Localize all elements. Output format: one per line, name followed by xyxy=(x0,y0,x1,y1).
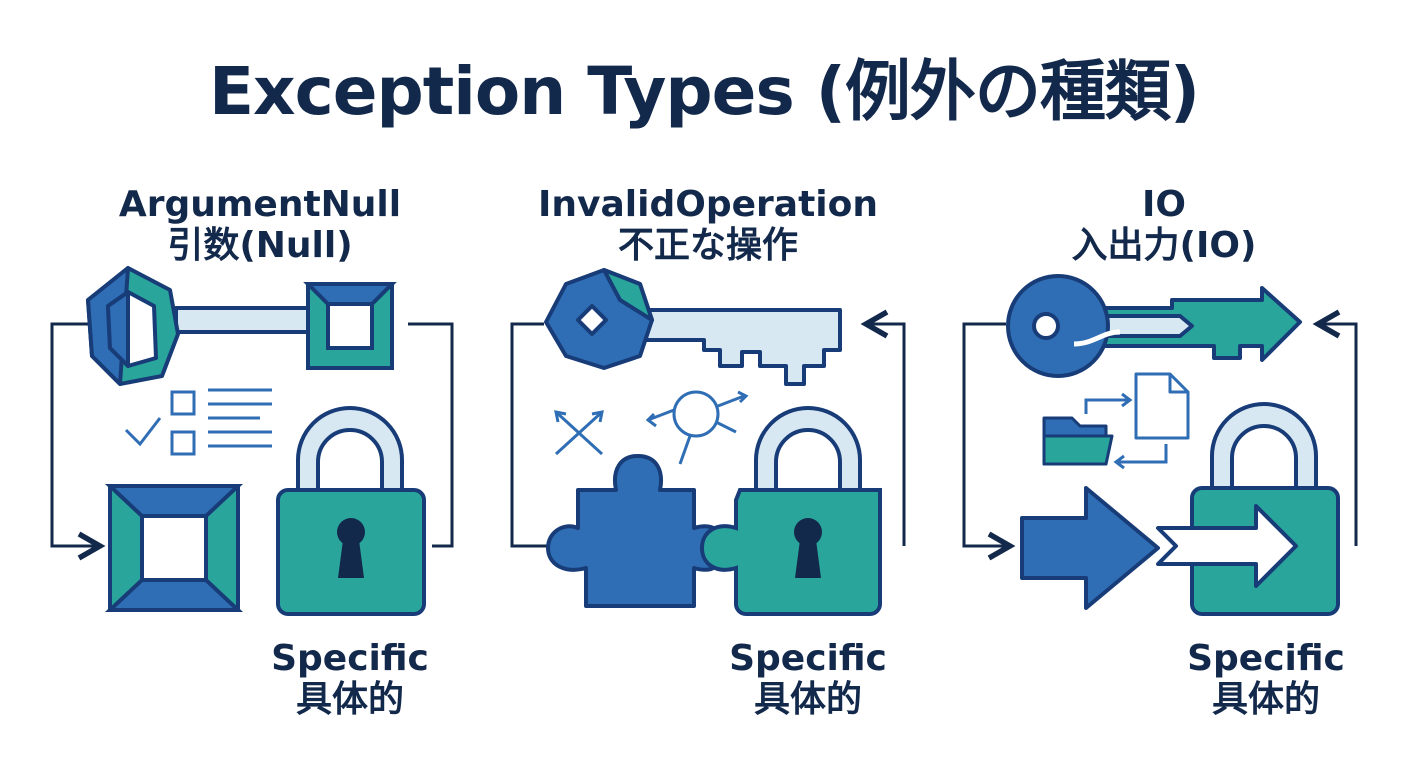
panel-1-footer: Specific 具体的 xyxy=(230,638,470,721)
cross-icon xyxy=(554,410,604,456)
panel-2-left-connector xyxy=(510,322,550,548)
panel-1-right-connector xyxy=(408,322,454,548)
padlock-icon xyxy=(276,406,426,616)
panel-2-title: InvalidOperation 不正な操作 xyxy=(508,184,908,267)
panel-2-footer-sub: 具体的 xyxy=(753,679,862,721)
panel-1-footer-sub: 具体的 xyxy=(295,679,404,721)
round-key-arrow-icon xyxy=(1006,274,1302,378)
panel-3-right-connector xyxy=(1312,309,1358,546)
panel-2-name: InvalidOperation xyxy=(538,184,878,225)
document-icon xyxy=(1134,372,1190,440)
panel-3-footer: Specific 具体的 xyxy=(1146,638,1386,721)
panel-1-left-connector xyxy=(50,322,106,561)
panel-3-title: IO 入出力(IO) xyxy=(964,184,1364,267)
network-node-icon xyxy=(645,390,749,465)
panel-1-title: ArgumentNull 引数(Null) xyxy=(60,184,460,267)
padlock-icon-2 xyxy=(699,406,882,616)
panel-3-footer-text: Specific xyxy=(1187,638,1345,679)
panel-3-art xyxy=(962,274,1358,616)
panel-1-footer-text: Specific xyxy=(271,638,429,679)
panel-2-right-connector xyxy=(860,309,906,546)
puzzle-piece-icon xyxy=(546,454,726,608)
panel-2-footer-text: Specific xyxy=(729,638,887,679)
panel-3-subtitle: 入出力(IO) xyxy=(1071,225,1257,267)
padlock-icon-3 xyxy=(1190,402,1340,616)
hex-key-icon xyxy=(86,266,318,386)
panel-1-subtitle: 引数(Null) xyxy=(167,225,353,267)
panel-3-name: IO xyxy=(1142,184,1186,225)
page-title: Exception Types (例外の種類) xyxy=(208,53,1200,130)
checklist-icon xyxy=(124,388,272,456)
panel-1-art xyxy=(50,266,454,616)
panel-2-subtitle: 不正な操作 xyxy=(617,225,798,267)
arrow-right-icon xyxy=(1020,486,1298,610)
key-icon xyxy=(544,268,842,386)
panel-2-art xyxy=(510,268,906,616)
square-frame-icon xyxy=(303,282,397,370)
folder-icon xyxy=(1042,416,1114,466)
panel-3-left-connector xyxy=(962,322,1016,561)
transfer-arrows-icon xyxy=(1084,392,1168,470)
panel-2-footer: Specific 具体的 xyxy=(688,638,928,721)
panel-1-name: ArgumentNull xyxy=(118,184,402,225)
large-square-frame-icon xyxy=(104,484,244,612)
panel-3-footer-sub: 具体的 xyxy=(1211,679,1320,721)
